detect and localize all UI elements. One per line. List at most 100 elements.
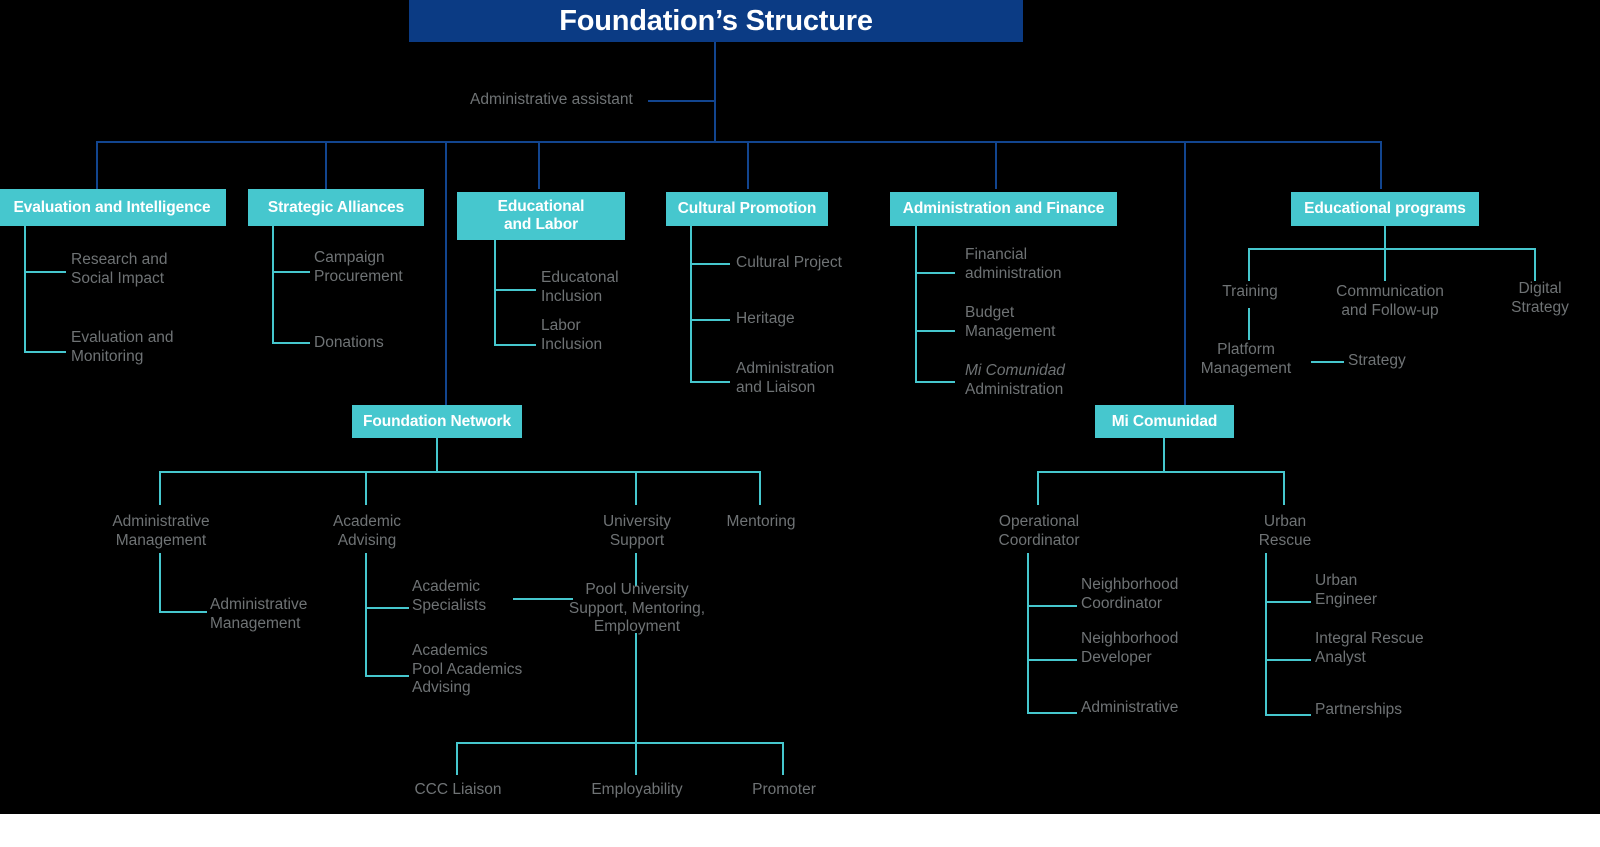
connector-bottom-drop-2 — [782, 742, 784, 775]
leaf-integral-rescue-analyst: Integral Rescue Analyst — [1315, 630, 1424, 666]
leaf-campaign-procurement: Campaign Procurement — [314, 249, 403, 285]
connector-evaluation-child-0 — [24, 271, 66, 273]
leaf-digital-strategy: Digital Strategy — [1511, 280, 1569, 316]
connector-evaluation-child-1 — [24, 351, 66, 353]
connector-strategic-spine — [272, 226, 274, 343]
connector-evaluation-spine — [24, 226, 26, 353]
leaf-heritage: Heritage — [736, 310, 795, 327]
connector-fn2-stem — [635, 553, 637, 586]
leaf-pool-university-support: Pool University Support, Mentoring, Empl… — [568, 581, 706, 635]
connector-fn1-child-1 — [365, 675, 409, 677]
connector-bottom-drop-0 — [456, 742, 458, 775]
leaf-communication-and-follow-up: Communication and Follow-up — [1336, 283, 1444, 319]
leaf-donations: Donations — [314, 334, 384, 351]
connector-drop-cultural — [747, 141, 749, 189]
connector-mc-bus — [1037, 471, 1285, 473]
connector-fn-stem — [436, 438, 438, 473]
leaf-educatonal-inclusion: Educatonal Inclusion — [541, 269, 619, 305]
connector-mc0-child-0 — [1027, 605, 1077, 607]
connector-edu-programs-stem — [1384, 226, 1386, 250]
connector-bottom-row-bus — [456, 742, 784, 744]
connector-mc1-child-1 — [1265, 659, 1311, 661]
connector-mc1-child-0 — [1265, 601, 1311, 603]
connector-fn-bus — [159, 471, 760, 473]
chart-title-bar: Foundation’s Structure — [409, 0, 1023, 42]
connector-fn0-child-0 — [159, 611, 207, 613]
node-educational-and-labor[interactable]: Educational and Labor — [457, 192, 625, 240]
connector-edu-programs-drop-1 — [1384, 248, 1386, 281]
connector-admin-finance-spine — [915, 226, 917, 382]
leaf-financial-administration: Financial administration — [965, 246, 1062, 282]
connector-drop-evaluation — [96, 141, 98, 189]
connector-specialists-to-pool — [513, 598, 573, 600]
node-mi-comunidad[interactable]: Mi Comunidad — [1095, 405, 1234, 438]
connector-mc0-child-2 — [1027, 712, 1077, 714]
connector-fn-drop-2 — [635, 471, 637, 505]
node-label: Strategic Alliances — [267, 198, 405, 216]
connector-mc-drop-0 — [1037, 471, 1039, 505]
connector-admin-finance-child-0 — [915, 272, 955, 274]
connector-admin-assistant — [648, 100, 715, 102]
leaf-academic-specialists: Academic Specialists — [412, 578, 487, 614]
connector-drop-strategic — [325, 141, 327, 189]
connector-mc0-spine — [1027, 553, 1029, 713]
leaf-academics-pool-academics-advising: Academics Pool Academics Advising — [412, 642, 523, 696]
connector-fn1-spine — [365, 553, 367, 676]
leaf-labor-inclusion: Labor Inclusion — [541, 317, 603, 353]
connector-edu-programs-bus — [1248, 248, 1536, 250]
connector-drop-educational-labor — [538, 141, 540, 189]
leaf-administration-and-liaison: Administration and Liaison — [736, 360, 835, 396]
leaf-evaluation-and-monitoring: Evaluation and Monitoring — [71, 329, 174, 365]
leaf-promoter: Promoter — [752, 781, 816, 798]
connector-training-to-platform — [1248, 308, 1250, 340]
leaf-urban-rescue: Urban Rescue — [1258, 513, 1312, 549]
connector-cultural-child-1 — [690, 319, 730, 321]
connector-cultural-spine — [690, 226, 692, 382]
node-foundation-network[interactable]: Foundation Network — [352, 405, 522, 438]
leaf-mentoring: Mentoring — [726, 513, 796, 530]
node-label: Educational programs — [1304, 200, 1466, 217]
connector-edu-programs-drop-0 — [1248, 248, 1250, 281]
connector-edu-programs-drop-2 — [1534, 248, 1536, 281]
node-strategic-alliances[interactable]: Strategic Alliances — [248, 189, 424, 226]
leaf-neighborhood-coordinator: Neighborhood Coordinator — [1081, 576, 1179, 612]
node-label: Educational and Labor — [497, 198, 585, 233]
connector-main-bus — [96, 141, 1381, 143]
connector-fn2-down-to-row — [635, 633, 637, 744]
leaf-employability: Employability — [591, 781, 683, 798]
leaf-administrative-management-sub: Administrative Management — [210, 596, 308, 632]
leaf-administrative: Administrative — [1081, 699, 1179, 716]
connector-educational-labor-child-0 — [494, 289, 536, 291]
connector-cultural-child-2 — [690, 381, 730, 383]
leaf-budget-management: Budget Management — [965, 304, 1056, 340]
leaf-university-support: University Support — [602, 513, 672, 549]
leaf-urban-engineer: Urban Engineer — [1315, 572, 1378, 608]
node-administration-and-finance[interactable]: Administration and Finance — [890, 192, 1117, 226]
connector-mc0-child-1 — [1027, 659, 1077, 661]
connector-mc1-spine — [1265, 553, 1267, 716]
connector-mc-drop-1 — [1283, 471, 1285, 505]
leaf-mi-comunidad-administration: Mi Comunidad Administration — [965, 362, 1065, 398]
node-educational-programs[interactable]: Educational programs — [1291, 192, 1479, 226]
connector-strategy-stub — [1311, 361, 1344, 363]
page-title: Foundation’s Structure — [559, 4, 873, 37]
connector-fn-drop-0 — [159, 471, 161, 505]
connector-drop-admin-finance — [995, 141, 997, 189]
connector-cultural-child-0 — [690, 263, 730, 265]
org-chart-stage: Foundation’s Structure Administrative as… — [0, 0, 1600, 814]
node-label: Evaluation and Intelligence — [13, 198, 211, 216]
node-cultural-promotion[interactable]: Cultural Promotion — [666, 192, 828, 226]
leaf-neighborhood-developer: Neighborhood Developer — [1081, 630, 1179, 666]
leaf-research-and-social-impact: Research and Social Impact — [71, 251, 168, 287]
connector-mc1-child-2 — [1265, 714, 1311, 716]
leaf-operational-coordinator: Operational Coordinator — [998, 513, 1080, 549]
connector-educational-labor-spine — [494, 240, 496, 345]
node-label: Mi Comunidad — [1111, 412, 1218, 430]
connector-strategic-child-0 — [272, 271, 310, 273]
node-evaluation-and-intelligence[interactable]: Evaluation and Intelligence — [0, 189, 226, 226]
leaf-administrative-management: Administrative Management — [112, 513, 210, 549]
connector-fn0-spine — [159, 553, 161, 613]
connector-fn-drop-1 — [365, 471, 367, 505]
leaf-academic-advising: Academic Advising — [332, 513, 402, 549]
